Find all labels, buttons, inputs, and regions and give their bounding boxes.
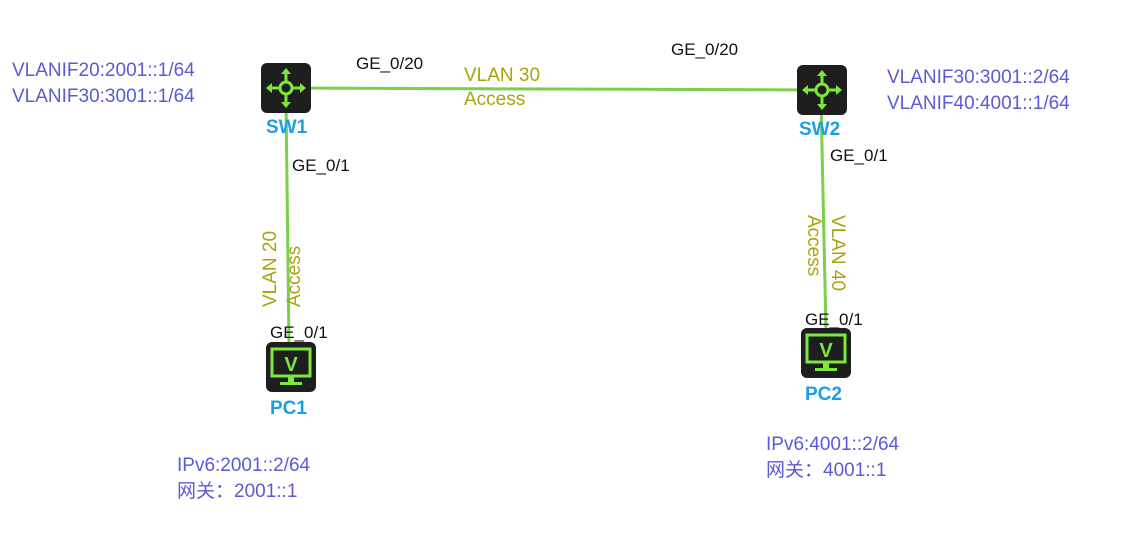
mode-label: Access — [464, 89, 526, 110]
sw1-name: SW1 — [266, 117, 308, 138]
port-label-sw2-ge01: GE_0/1 — [830, 146, 888, 165]
pc-icon: V — [266, 342, 316, 392]
port-label-sw1-ge020: GE_0/20 — [356, 54, 424, 73]
switch-icon — [797, 65, 847, 115]
pc1-ip-info: IPv6:2001::2/64 网关：2001::1 — [177, 453, 310, 505]
pc-icon: V — [801, 328, 851, 378]
sw2-name: SW2 — [799, 119, 841, 140]
switch-sw1[interactable] — [261, 63, 311, 118]
pc1-ip-line: 网关：2001::1 — [177, 481, 298, 502]
pc1-ip-line: IPv6:2001::2/64 — [177, 455, 311, 476]
sw1-ip-line: VLANIF30:3001::1/64 — [12, 86, 195, 107]
pc2-ip-line: 网关：4001::1 — [766, 460, 887, 481]
vlan-label: VLAN 30 — [464, 65, 541, 86]
link-sw1-pc1[interactable] — [284, 99, 291, 346]
pc2-ip-info: IPv6:4001::2/64 网关：4001::1 — [766, 432, 899, 484]
pc2-ip-line: IPv6:4001::2/64 — [766, 434, 900, 455]
port-label-pc1-ge01: GE_0/1 — [270, 323, 328, 342]
svg-text:V: V — [284, 354, 298, 376]
pc-pc2[interactable]: V — [801, 328, 851, 383]
pc2-name: PC2 — [805, 384, 842, 405]
sw2-ip-line: VLANIF40:4001::1/64 — [887, 93, 1070, 114]
port-label-pc2-ge01: GE_0/1 — [805, 310, 863, 329]
port-label-sw2-ge020: GE_0/20 — [671, 40, 739, 59]
link-sw1-sw2-label: VLAN 30 Access — [464, 64, 540, 112]
vlan-label: VLAN 40 — [827, 215, 848, 292]
switch-icon — [261, 63, 311, 113]
vlan-label: VLAN 20 — [260, 230, 281, 307]
pc-pc1[interactable]: V — [266, 342, 316, 397]
mode-label: Access — [284, 245, 305, 307]
link-sw2-pc2[interactable] — [819, 99, 828, 333]
switch-sw2[interactable] — [797, 65, 847, 120]
sw1-ip-line: VLANIF20:2001::1/64 — [12, 60, 195, 81]
pc1-name: PC1 — [270, 398, 307, 419]
mode-label: Access — [803, 215, 824, 277]
svg-text:V: V — [819, 340, 833, 362]
sw1-ip-info: VLANIF20:2001::1/64 VLANIF30:3001::1/64 — [12, 58, 195, 110]
link-sw2-pc2-label: VLAN 40 Access — [801, 215, 849, 305]
port-label-sw1-ge01: GE_0/1 — [292, 156, 350, 175]
sw2-ip-line: VLANIF30:3001::2/64 — [887, 67, 1070, 88]
sw2-ip-info: VLANIF30:3001::2/64 VLANIF40:4001::1/64 — [887, 65, 1070, 117]
link-sw1-sw2[interactable] — [285, 86, 822, 92]
link-sw1-pc1-label: VLAN 20 Access — [259, 217, 307, 307]
